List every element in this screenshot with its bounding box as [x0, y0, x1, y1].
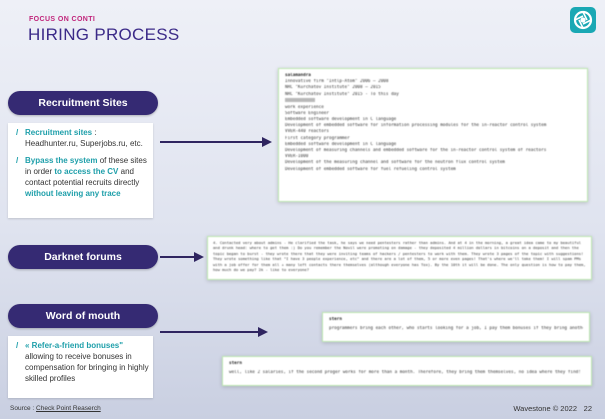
page-number: 22	[583, 404, 592, 413]
darknet-forum-post-screenshot: 4. Contacted very about admins - He clar…	[207, 236, 592, 280]
redaction-bar	[285, 97, 315, 102]
section-kicker: FOCUS ON CONTI	[29, 16, 96, 23]
resume-line: Development of the measuring channel and…	[285, 160, 505, 166]
recruitment-sites-card: / Recruitment sites : Headhunter.ru, Sup…	[8, 123, 153, 218]
resume-line: work experience	[285, 104, 324, 110]
resume-line: Software Engineer	[285, 110, 329, 116]
page-title: HIRING PROCESS	[28, 25, 180, 44]
resume-line: Embedded software development in C langu…	[285, 141, 397, 147]
arrow-to-forum	[160, 252, 204, 262]
resume-line: VVER-1000	[285, 154, 309, 160]
resume-line: First category programmer	[285, 135, 350, 141]
wavestone-aperture-icon	[573, 10, 593, 30]
company-logo	[570, 7, 596, 33]
resume-line: Development of embedded software for fue…	[285, 166, 456, 172]
source-link[interactable]: Check Point Reaserch	[36, 405, 101, 412]
bullet-bypass-system: / Bypass the system of these sites in or…	[16, 156, 147, 198]
resume-line: Innovative firm "Intlp-Atom" 2006 — 2008	[285, 79, 389, 85]
bullet-refer-a-friend: / « Refer-a-friend bonuses" allowing to …	[16, 341, 149, 383]
recruitment-sites-pill: Recruitment Sites	[8, 91, 158, 115]
source-citation: Source : Check Point Reaserch	[10, 405, 101, 412]
chat-message-text: programmers bring each other, who starts…	[329, 326, 583, 332]
chat-message-text: well, like 2 salaries, if the second pro…	[229, 370, 581, 376]
arrow-to-resume	[160, 137, 272, 147]
word-of-mouth-card: / « Refer-a-friend bonuses" allowing to …	[8, 336, 153, 398]
resume-line: NRC "Kurchatov Institute" 2008 — 2015	[285, 85, 381, 91]
chat-message-screenshot-2: stern well, like 2 salaries, if the seco…	[222, 356, 592, 386]
resume-line: Embedded software development in C langu…	[285, 116, 397, 122]
leaked-resume-screenshot: salamandra Innovative firm "Intlp-Atom" …	[278, 68, 588, 202]
bullet-mark: /	[16, 341, 19, 350]
resume-header: salamandra	[285, 73, 311, 78]
bullet-mark: /	[16, 156, 19, 165]
resume-line: Development of measuring channels and em…	[285, 147, 547, 153]
darknet-forums-pill: Darknet forums	[8, 245, 158, 269]
chat-username: stern	[329, 317, 342, 322]
resume-line: Development of embedded software for inf…	[285, 123, 547, 129]
bullet-recruitment-sites: / Recruitment sites : Headhunter.ru, Sup…	[16, 128, 143, 148]
resume-line: NRC "Kurchatov Institute" 2015 - To this…	[285, 91, 399, 97]
word-of-mouth-pill: Word of mouth	[8, 304, 158, 328]
arrow-to-chat	[160, 327, 268, 337]
resume-line: VVER-440 reactors	[285, 129, 329, 135]
resume-redacted-line	[285, 97, 581, 105]
forum-post-text: 4. Contacted very about admins - He clar…	[213, 240, 586, 273]
chat-username: stern	[229, 361, 242, 366]
bullet-mark: /	[16, 128, 19, 137]
footer-company: Wavestone © 2022	[513, 404, 577, 413]
chat-message-screenshot-1: stern programmers bring each other, who …	[322, 312, 590, 342]
